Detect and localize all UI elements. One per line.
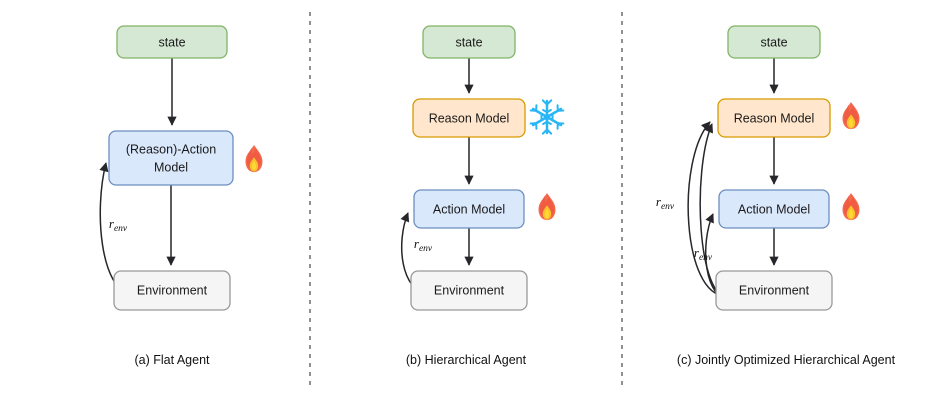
reward-label-c-action: renv [694,245,713,263]
node-reason-model-b-label: Reason Model [429,111,510,125]
node-action-model-b [413,189,525,229]
edge-env-to-reason-c [687,121,727,297]
caption-b: (b) Hierarchical Agent [406,353,527,367]
node-reason-model-b [412,98,526,138]
node-state-b-label: state [455,35,482,49]
node-environment-b-label: Environment [434,283,505,297]
fire-icon-a [245,145,263,173]
node-action-model-c-label: Action Model [738,202,810,216]
reward-subscript-a: env [114,224,128,234]
reward-symbol-c-action: r [694,245,700,260]
reward-symbol-a: r [109,216,115,231]
caption-c: (c) Jointly Optimized Hierarchical Agent [677,353,896,367]
node-environment-a-label: Environment [137,283,208,297]
fire-icon-c-action [842,193,860,221]
node-environment-c [715,270,833,311]
node-state-a-label: state [158,35,185,49]
reward-symbol-c-reason: r [656,194,662,209]
fire-icon-b [538,193,556,221]
panel-b-hierarchical-agent: state Reason Model Action Model Environm… [400,25,565,367]
node-environment-c-label: Environment [739,283,810,297]
panel-c-jointly-optimized-agent: state Reason Model Action Model Environm… [656,25,896,367]
reward-subscript-c-reason: env [661,202,675,212]
reward-label-a: renv [109,216,128,234]
node-state-c [727,25,821,59]
node-state-b [422,25,516,59]
panel-a-flat-agent: state (Reason)-Action Model Environment … [99,25,263,367]
node-reason-action-model-a [108,130,234,186]
node-reason-action-model-a-label-line1: (Reason)-Action [126,142,216,156]
node-environment-b [410,270,528,311]
node-reason-model-c-label: Reason Model [734,111,815,125]
panel-separators [309,12,623,390]
reward-label-c-reason: renv [656,194,675,212]
reward-label-b: renv [414,236,433,254]
reward-symbol-b: r [414,236,420,251]
node-environment-a [113,270,231,311]
caption-a: (a) Flat Agent [134,353,210,367]
reward-subscript-b: env [419,244,433,254]
snowflake-icon-b [529,99,565,135]
node-state-a [116,25,228,59]
node-reason-action-model-a-label-line2: Model [154,160,188,174]
reward-subscript-c-action: env [699,253,713,263]
node-state-c-label: state [760,35,787,49]
node-reason-model-c [717,98,831,138]
fire-icon-c-reason [842,102,860,130]
node-action-model-b-label: Action Model [433,202,505,216]
node-action-model-c [718,189,830,229]
